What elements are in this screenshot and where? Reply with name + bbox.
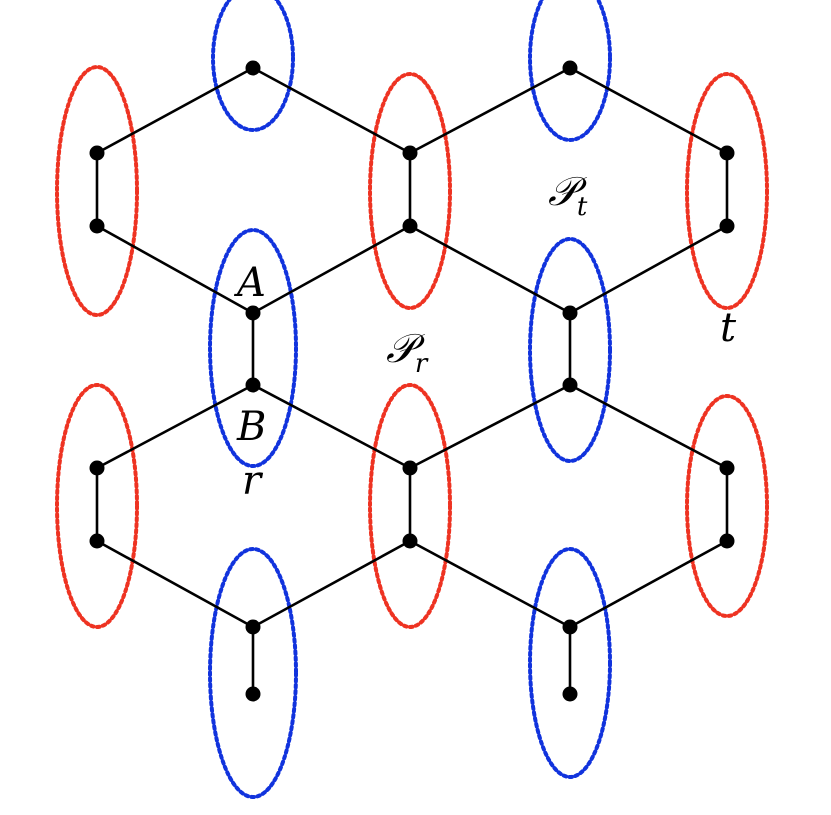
label-vertex-b: B — [236, 404, 266, 450]
label-site-t: t — [720, 305, 737, 351]
blue-dotted-ellipse — [528, 0, 612, 142]
lattice-vertex — [719, 460, 735, 476]
lattice-vertices — [89, 60, 735, 702]
lattice-edge — [96, 66, 254, 155]
lattice-vertex — [402, 145, 418, 161]
lattice-vertex — [562, 686, 578, 702]
plaquette-r-subscript: r — [415, 349, 429, 379]
lattice-edge — [96, 224, 254, 315]
lattice-edge — [569, 66, 728, 155]
red-dotted-ellipse — [685, 394, 769, 618]
lattice-edge — [409, 539, 571, 629]
lattice-edge — [569, 383, 728, 470]
lattice-vertex — [245, 377, 261, 393]
lattice-edges — [95, 66, 729, 694]
lattice-edge — [252, 66, 411, 155]
lattice-vertex — [719, 218, 735, 234]
lattice-vertex — [402, 218, 418, 234]
lattice-vertex — [245, 305, 261, 321]
lattice-vertex — [89, 218, 105, 234]
lattice-vertex — [719, 533, 735, 549]
red-dotted-ellipse — [55, 383, 139, 629]
blue-dotted-ellipse — [528, 547, 612, 779]
lattice-vertex — [562, 60, 578, 76]
lattice-vertex — [402, 533, 418, 549]
lattice-vertex — [562, 377, 578, 393]
lattice-edge — [409, 383, 571, 470]
red-dotted-ellipse — [368, 72, 452, 310]
lattice-vertex — [89, 460, 105, 476]
lattice-edge — [409, 224, 571, 315]
blue-dotted-ellipse — [211, 0, 295, 132]
lattice-vertex — [245, 619, 261, 635]
lattice-vertex — [562, 305, 578, 321]
red-dotted-ellipse — [368, 383, 452, 629]
lattice-vertex — [245, 686, 261, 702]
blue-dotted-ellipse — [208, 547, 298, 799]
label-plaquette-r: 𝒫r — [386, 326, 429, 379]
lattice-edge — [409, 66, 571, 155]
lattice-vertex — [719, 145, 735, 161]
lattice-edge — [252, 539, 411, 629]
lattice-edge — [96, 539, 254, 629]
lattice-vertex — [402, 460, 418, 476]
lattice-vertex — [89, 145, 105, 161]
dotted-ellipses — [55, 0, 769, 799]
lattice-edge — [569, 224, 728, 315]
label-plaquette-t: 𝒫t — [548, 169, 588, 222]
lattice-edge — [252, 383, 411, 470]
lattice-vertex — [245, 60, 261, 76]
lattice-vertex — [562, 619, 578, 635]
plaquette-t-subscript: t — [577, 192, 588, 222]
lattice-edge — [569, 539, 728, 629]
red-dotted-ellipse — [685, 72, 769, 310]
blue-dotted-ellipse — [528, 237, 612, 463]
label-vertex-a: A — [233, 260, 266, 306]
lattice-vertex — [89, 533, 105, 549]
label-site-r: r — [242, 458, 264, 504]
lattice-edge — [96, 383, 254, 470]
lattice-edge — [252, 224, 411, 315]
red-dotted-ellipse — [55, 65, 139, 317]
blue-dotted-ellipse — [208, 228, 298, 468]
